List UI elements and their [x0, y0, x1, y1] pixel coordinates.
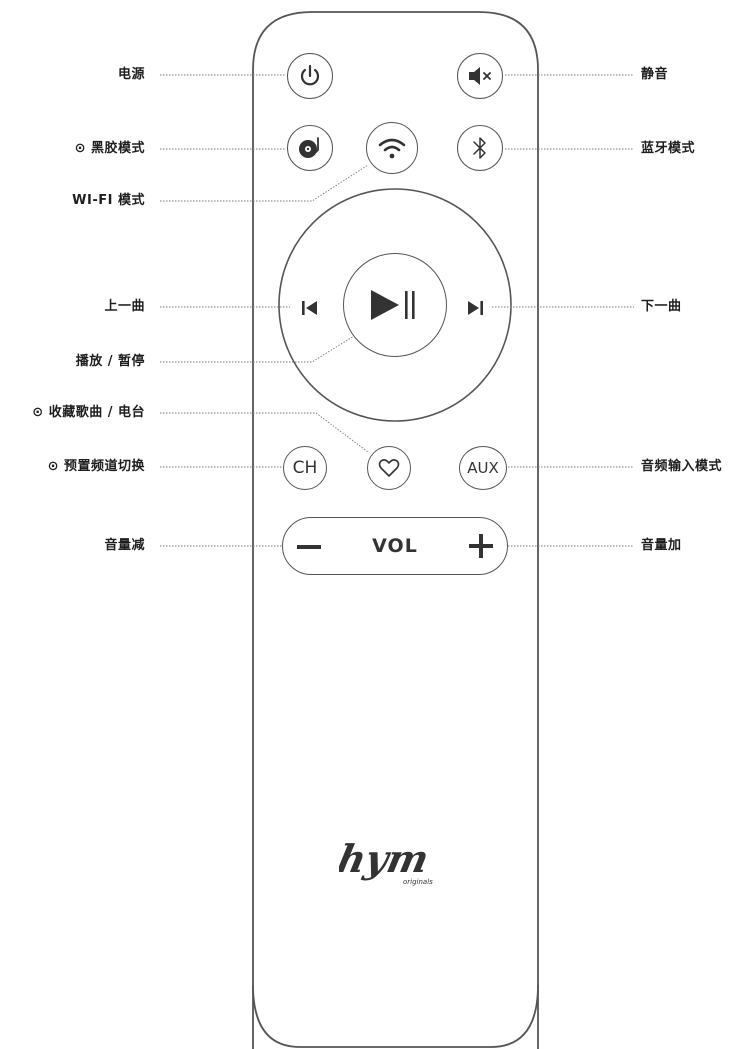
label-prev: 上一曲 — [104, 299, 145, 314]
next-button[interactable] — [462, 295, 488, 321]
nav-ring — [278, 188, 512, 422]
volume-down-button[interactable] — [295, 534, 323, 560]
plus-icon — [469, 534, 493, 558]
prev-button[interactable] — [297, 295, 323, 321]
wifi-icon — [378, 138, 406, 159]
label-preset: ⊙ 预置频道切换 — [47, 459, 145, 474]
label-bluetooth: 蓝牙模式 — [641, 141, 696, 156]
turntable-icon — [299, 137, 319, 158]
remote-bottom — [252, 984, 539, 1048]
label-play-pause: 播放 / 暂停 — [75, 354, 145, 369]
label-aux-mode: 音频输入模式 — [641, 459, 723, 474]
play-pause-button[interactable] — [343, 253, 447, 357]
label-vinyl: ⊙ 黑胶模式 — [74, 141, 145, 156]
skip-previous-icon — [302, 301, 317, 315]
leader-play — [160, 335, 355, 363]
minus-icon — [297, 545, 321, 549]
play-pause-icon — [371, 290, 415, 320]
label-vol-down: 音量减 — [104, 538, 145, 553]
volume-bar: VOL — [282, 517, 508, 575]
remote-body — [252, 11, 539, 1049]
label-favorite: ⊙ 收藏歌曲 / 电台 — [32, 405, 145, 420]
power-icon — [300, 64, 320, 86]
brand-logo-text: hym — [339, 837, 433, 882]
ch-button[interactable]: CH — [283, 446, 327, 490]
speaker-mute-icon — [469, 67, 491, 85]
brand-logo-sub: originals — [403, 878, 433, 886]
bluetooth-mode-button[interactable] — [457, 125, 503, 171]
label-wifi: WI-FI 模式 — [72, 193, 145, 208]
mute-button[interactable] — [457, 53, 503, 99]
vinyl-mode-button[interactable] — [287, 125, 333, 171]
bluetooth-icon — [473, 137, 486, 159]
heart-icon — [378, 459, 400, 477]
label-power: 电源 — [117, 67, 145, 82]
favorite-button[interactable] — [367, 446, 411, 490]
power-button[interactable] — [287, 53, 333, 99]
label-mute: 静音 — [641, 67, 669, 82]
leader-wifi — [160, 164, 369, 202]
brand-logo-graphic: hym originals — [333, 837, 433, 886]
label-vol-up: 音量加 — [641, 538, 682, 553]
volume-label: VOL — [372, 535, 418, 557]
aux-button[interactable]: AUX — [459, 446, 507, 490]
leader-favorite — [160, 412, 369, 453]
wifi-mode-button[interactable] — [366, 122, 418, 174]
label-next: 下一曲 — [641, 299, 682, 314]
volume-up-button[interactable] — [467, 532, 495, 560]
skip-next-icon — [468, 301, 483, 315]
brand-logo: hym originals — [333, 836, 449, 896]
